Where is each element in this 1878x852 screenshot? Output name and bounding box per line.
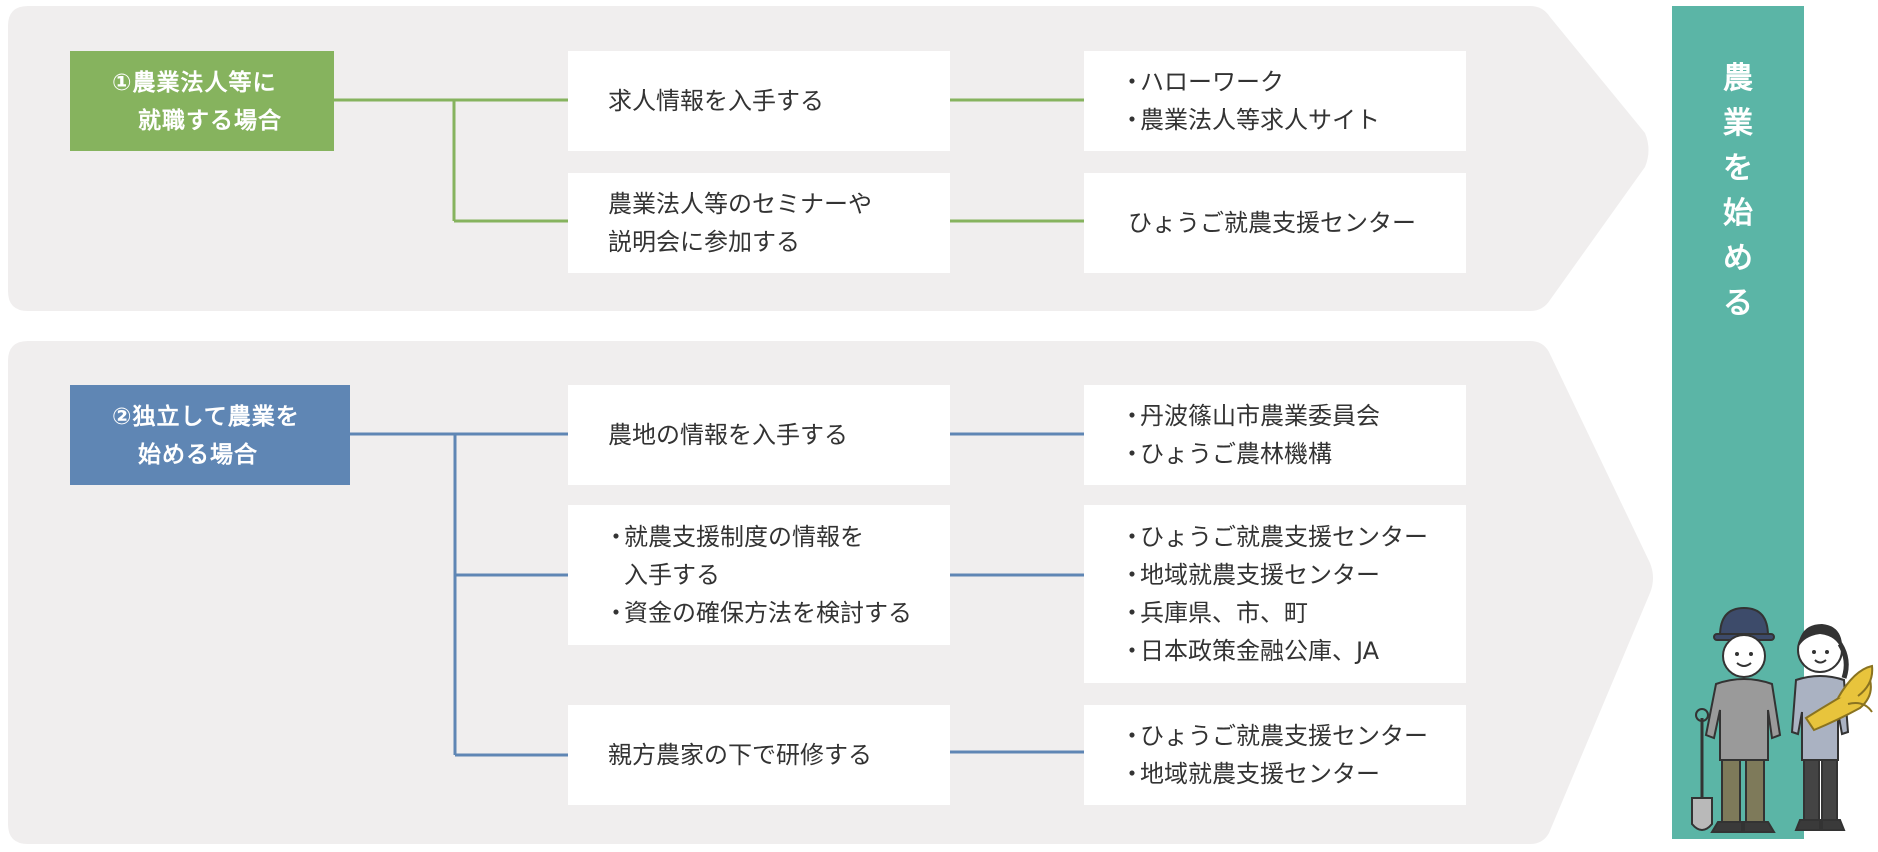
section1-title-line2: 就職する場合 xyxy=(138,108,282,134)
shovel-icon xyxy=(1691,708,1713,831)
section1-connectors xyxy=(333,98,1084,223)
section2-action-3: 親方農家の下で研修する xyxy=(568,705,950,805)
action-text: 説明会に参加する xyxy=(608,228,800,256)
start-label-char: 業 xyxy=(1723,106,1753,141)
resource-item: ・地域就農支援センター xyxy=(1120,760,1380,788)
resource-item: ・兵庫県、市、町 xyxy=(1120,599,1308,627)
start-farming-bar: 農 業 を 始 め る xyxy=(1672,6,1804,839)
section2-action-1: 農地の情報を入手する xyxy=(568,385,950,485)
action-text: 求人情報を入手する xyxy=(608,87,824,115)
section1-action-1: 求人情報を入手する xyxy=(568,51,950,151)
section1-title: ①農業法人等に 就職する場合 xyxy=(70,51,334,151)
action-text: 農業法人等のセミナーや xyxy=(608,190,872,218)
farmers-illustration xyxy=(1691,606,1874,833)
start-farming-label: 農 業 を 始 め る xyxy=(1672,56,1804,326)
resource-item: ・農業法人等求人サイト xyxy=(1120,106,1380,134)
resource-item: ・ひょうご就農支援センター xyxy=(1120,722,1428,750)
section2-action-2: ・就農支援制度の情報を 入手する ・資金の確保方法を検討する xyxy=(568,505,950,645)
farmer-man-figure xyxy=(1704,606,1782,833)
section1-resource-2: ひょうご就農支援センター xyxy=(1084,173,1466,273)
start-label-char: め xyxy=(1723,241,1753,276)
section1-resource-1: ・ハローワーク ・農業法人等求人サイト xyxy=(1084,51,1466,151)
section2-title-line2: 始める場合 xyxy=(138,442,258,468)
section2-title: ②独立して農業を 始める場合 xyxy=(70,385,350,485)
section2-resource-2: ・ひょうご就農支援センター ・地域就農支援センター ・兵庫県、市、町 ・日本政策… xyxy=(1084,505,1466,683)
resource-item: ・ひょうご就農支援センター xyxy=(1120,523,1428,551)
resource-item: ひょうご就農支援センター xyxy=(1128,209,1416,237)
action-item-continued: 入手する xyxy=(624,561,720,589)
resource-item: ・丹波篠山市農業委員会 xyxy=(1120,402,1380,430)
start-label-char: 始 xyxy=(1723,196,1753,231)
section2-resource-3: ・ひょうご就農支援センター ・地域就農支援センター xyxy=(1084,705,1466,805)
resource-item: ・地域就農支援センター xyxy=(1120,561,1380,589)
section1-action-2: 農業法人等のセミナーや 説明会に参加する xyxy=(568,173,950,273)
start-label-char: る xyxy=(1723,286,1753,321)
start-label-char: 農 xyxy=(1723,61,1753,96)
section2-title-line1: ②独立して農業を xyxy=(112,404,300,430)
rice-bundle-icon xyxy=(1804,664,1874,732)
action-item: ・資金の確保方法を検討する xyxy=(604,599,912,627)
resource-item: ・日本政策金融公庫、JA xyxy=(1120,637,1380,665)
section2-resource-1: ・丹波篠山市農業委員会 ・ひょうご農林機構 xyxy=(1084,385,1466,485)
action-text: 親方農家の下で研修する xyxy=(608,741,872,769)
section2-connectors xyxy=(349,432,1084,757)
resource-item: ・ハローワーク xyxy=(1120,68,1284,96)
action-text: 農地の情報を入手する xyxy=(608,421,848,449)
section1-title-line1: ①農業法人等に xyxy=(112,70,277,96)
action-item: ・就農支援制度の情報を xyxy=(604,523,864,551)
start-label-char: を xyxy=(1723,151,1753,186)
resource-item: ・ひょうご農林機構 xyxy=(1120,440,1332,468)
